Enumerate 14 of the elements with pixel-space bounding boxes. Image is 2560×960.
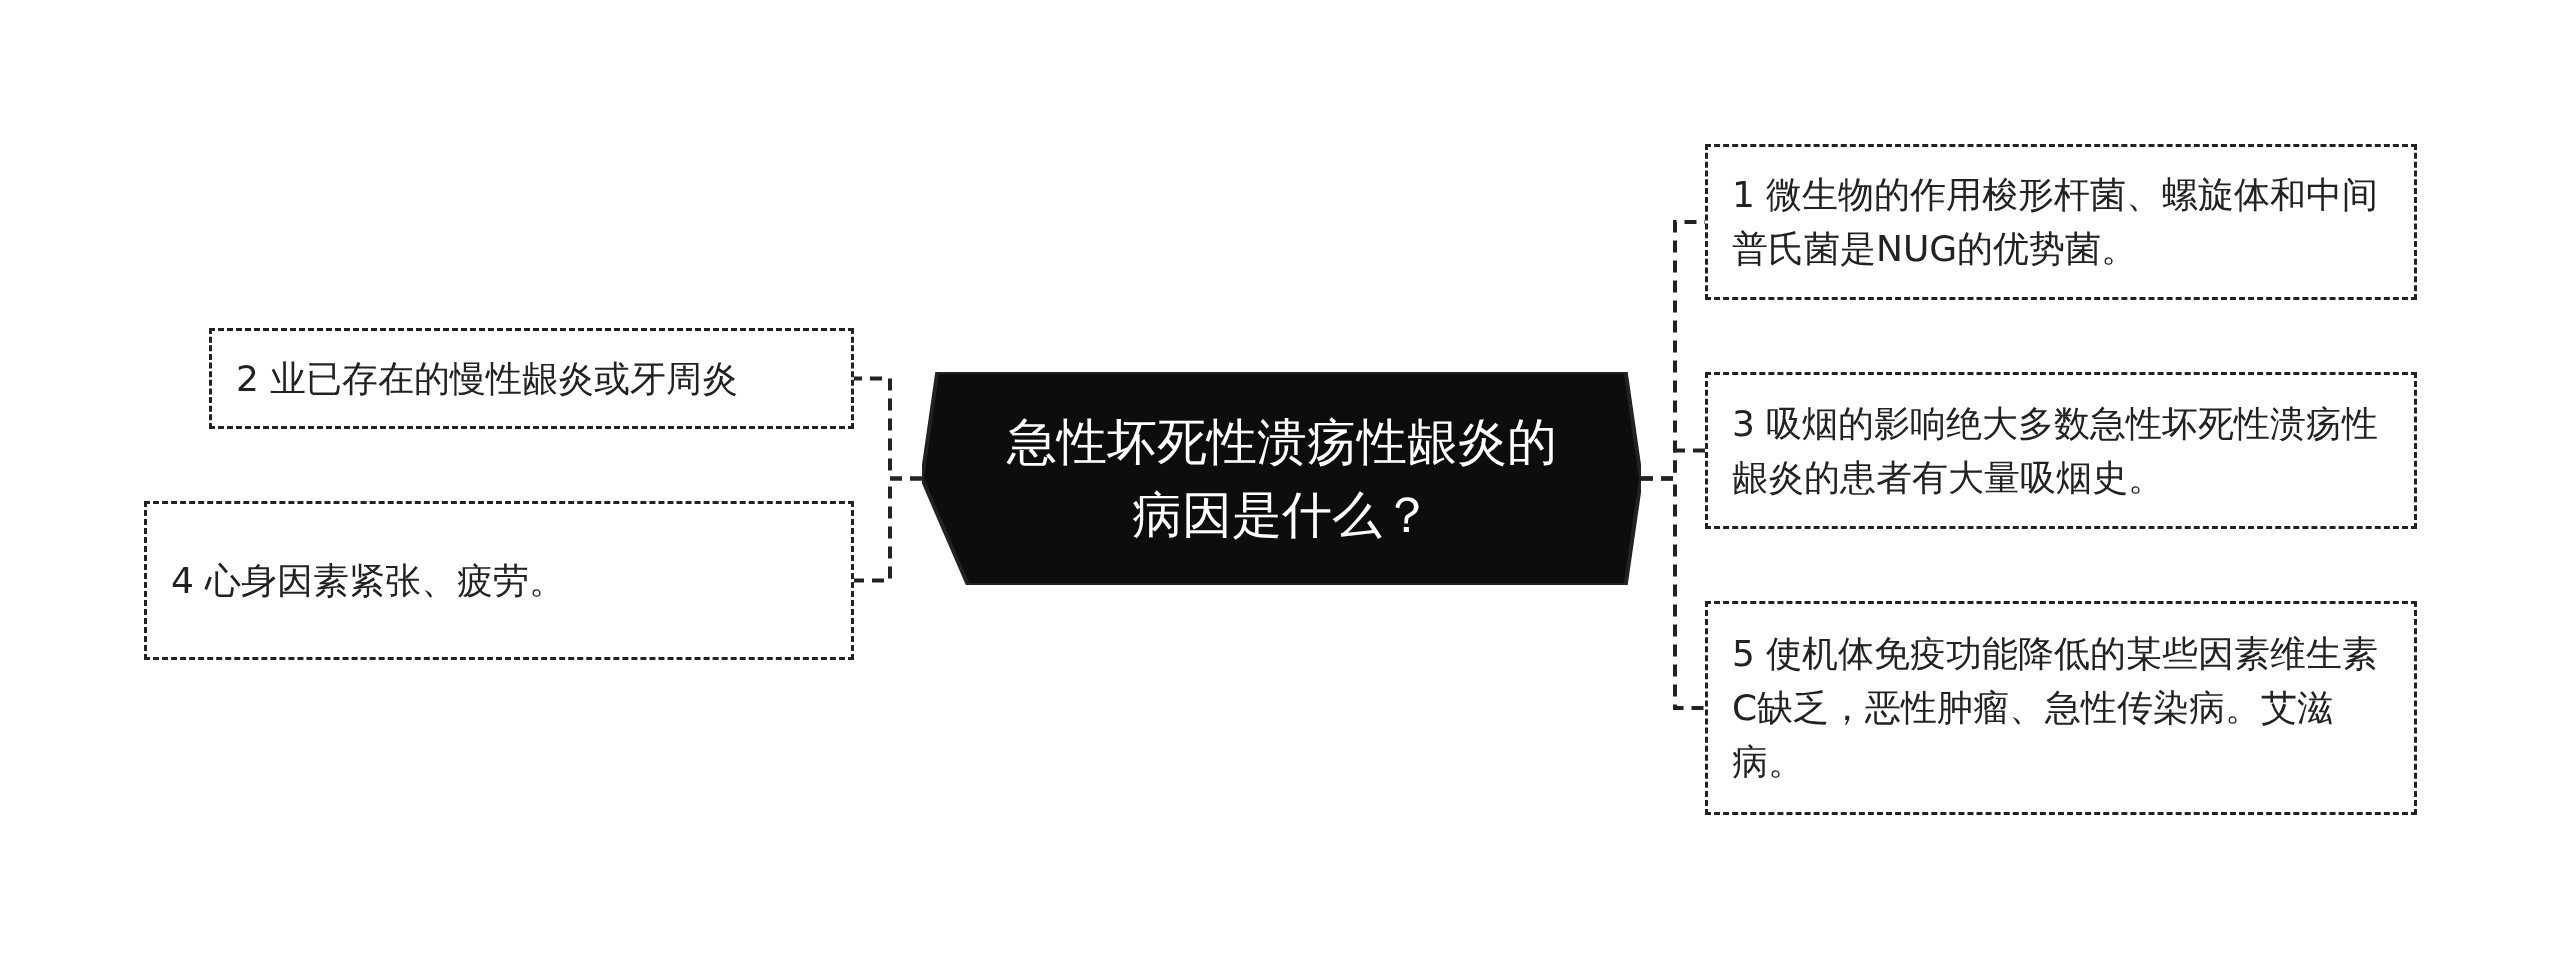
topic-text: 急性坏死性溃疡性龈炎的病因是什么？	[1005, 412, 1558, 546]
connector-line	[1641, 476, 1705, 710]
branch-card	[1705, 372, 2417, 529]
connector-line	[854, 476, 922, 583]
branch-card	[1705, 601, 2417, 815]
topic-hexagon	[922, 372, 1641, 585]
branch-card	[1705, 144, 2417, 300]
branch-text: 1 微生物的作用梭形杆菌、螺旋体和中间普氏菌是NUG的优势菌。	[1732, 173, 2380, 271]
branch-card	[209, 328, 854, 429]
branch-text: 4 心身因素紧张、疲劳。	[171, 558, 566, 603]
branch-text: 2 业已存在的慢性龈炎或牙周炎	[236, 356, 739, 401]
branch-text: 3 吸烟的影响绝大多数急性坏死性溃疡性龈炎的患者有大量吸烟史。	[1732, 401, 2380, 500]
branch-text: 5 使机体免疫功能降低的某些因素维生素C缺乏，恶性肿瘤、急性传染病。艾滋病。	[1732, 632, 2380, 784]
branch-card	[144, 501, 854, 660]
